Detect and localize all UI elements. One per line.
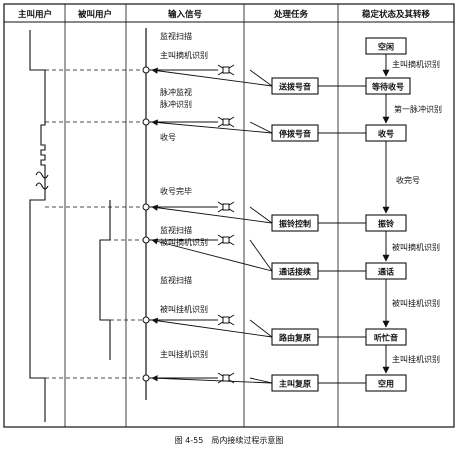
dashed-guides — [45, 69, 146, 379]
header-input: 输入信号 — [168, 9, 203, 20]
transition-callee-onhook: 被叫挂机识别 — [392, 298, 440, 308]
task-state-connectors — [318, 85, 366, 384]
transition-caller-onhook: 主叫挂机识别 — [392, 354, 440, 364]
task-send-dial-tone: 送拨号音 — [278, 82, 311, 92]
state-idle-end: 空用 — [378, 379, 394, 389]
transition-callee-offhook: 被叫摘机识别 — [392, 242, 440, 252]
label-pulse-monitor: 脉冲监视 — [160, 87, 192, 97]
state-receiving: 收号 — [378, 129, 394, 139]
state-boxes — [365, 37, 411, 392]
axis-nodes — [142, 66, 150, 382]
task-ring-control: 振铃控制 — [279, 219, 311, 229]
label-caller-onhook-detect: 主叫挂机识别 — [160, 349, 208, 359]
signal-lines — [149, 69, 218, 379]
table-frame — [3, 3, 455, 428]
header-callee: 被叫用户 — [78, 9, 112, 20]
label-receive-digits: 收号 — [160, 132, 176, 142]
header-task: 处理任务 — [273, 9, 309, 20]
label-digits-complete: 收号完毕 — [160, 186, 192, 196]
task-boxes — [271, 77, 319, 392]
feedback-arrows — [151, 67, 273, 384]
transition-first-pulse: 第一脉冲识别 — [394, 104, 442, 114]
label-monitor-scan-3: 监视扫描 — [160, 275, 192, 285]
figure-caption: 图 4-55 局内接续过程示意图 — [175, 435, 284, 445]
label-callee-onhook-detect: 被叫挂机识别 — [160, 304, 208, 314]
state-wait-digits: 等待收号 — [371, 82, 404, 92]
state-ringing: 振铃 — [378, 219, 394, 229]
task-caller-release: 主叫复原 — [279, 379, 311, 389]
label-pulse-detect: 脉冲识别 — [160, 99, 192, 109]
callee-waveform — [99, 200, 111, 360]
task-stop-dial-tone: 停拨号音 — [279, 129, 311, 139]
transition-caller-offhook: 主叫摘机识别 — [392, 59, 440, 69]
label-monitor-scan-1: 监视扫描 — [160, 31, 192, 41]
label-caller-offhook-detect: 主叫摘机识别 — [160, 50, 208, 60]
state-talking: 通话 — [378, 267, 394, 277]
caller-waveform — [29, 30, 49, 422]
state-idle: 空闲 — [378, 42, 394, 52]
label-callee-offhook-detect: 被叫摘机识别 — [160, 237, 208, 247]
state-busy-tone: 听忙音 — [374, 333, 398, 343]
header-caller: 主叫用户 — [18, 9, 52, 20]
signal-symbols — [217, 64, 235, 384]
task-talk-connect: 通话接续 — [279, 267, 311, 277]
task-route-release: 路由复原 — [279, 333, 311, 343]
transition-digits-done: 收完号 — [396, 175, 420, 185]
header-state: 稳定状态及其转移 — [362, 9, 431, 20]
label-monitor-scan-2: 监视扫描 — [160, 225, 192, 235]
